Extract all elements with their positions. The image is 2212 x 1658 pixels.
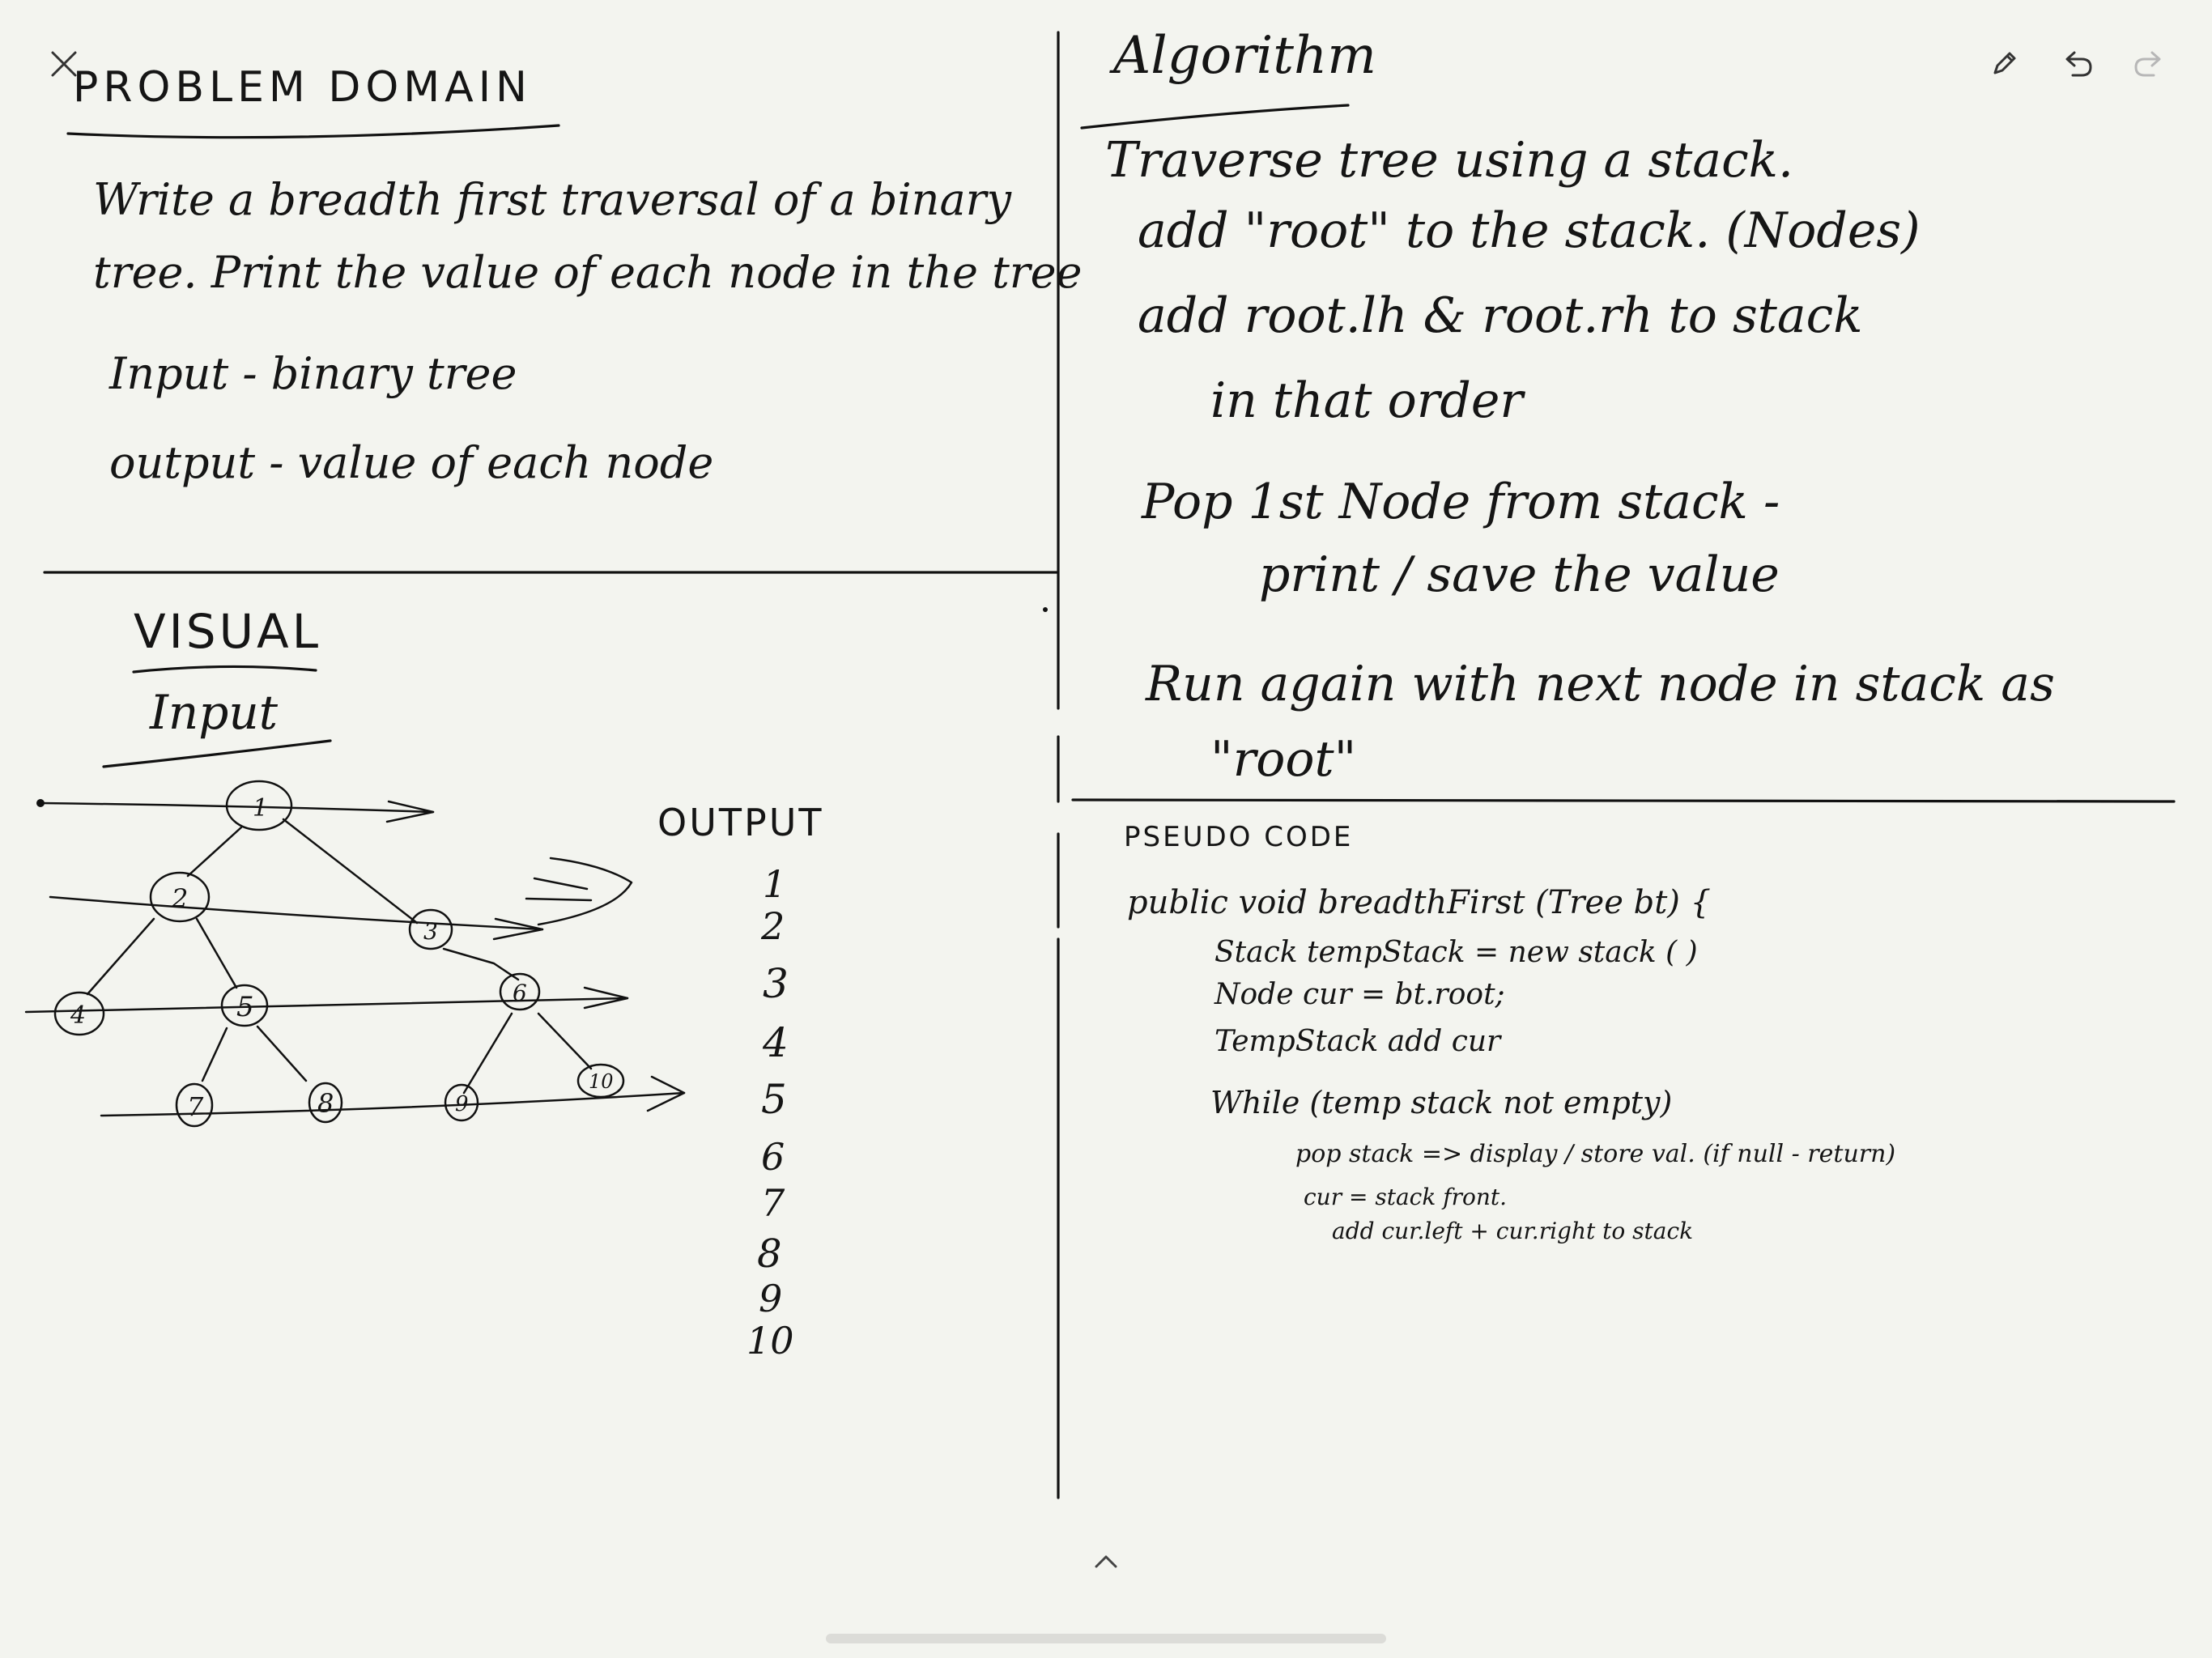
problem-domain-line-1: Write a breadth first traversal of a bin…	[93, 174, 1012, 225]
pseudo-line-8: add cur.left + cur.right to stack	[1332, 1218, 1693, 1244]
svg-text:5: 5	[236, 991, 254, 1023]
ink-dot	[1043, 607, 1048, 612]
pencil-button[interactable]	[1985, 45, 2023, 83]
tree-node-5: 5	[220, 984, 269, 1027]
pseudo-line-5: While (temp stack not empty)	[1210, 1085, 1672, 1120]
output-value-9: 9	[759, 1277, 782, 1320]
redo-icon	[2134, 51, 2161, 77]
svg-text:8: 8	[317, 1088, 334, 1119]
problem-domain-line-2: tree. Print the value of each node in th…	[93, 247, 1083, 298]
tree-node-4: 4	[53, 991, 105, 1036]
svg-text:10: 10	[589, 1070, 614, 1093]
close-icon	[51, 51, 77, 77]
pseudo-line-6: pop stack => display / store val. (if nu…	[1295, 1140, 1895, 1168]
output-value-6: 6	[761, 1135, 785, 1179]
algorithm-line-1: Traverse tree using a stack.	[1105, 132, 1793, 189]
output-list: 1 2 3 4 5 6 7 8 9 10	[747, 862, 794, 1363]
output-value-10: 10	[747, 1319, 794, 1363]
pseudo-line-1: public void breadthFirst (Tree bt) {	[1127, 884, 1711, 921]
problem-domain-underline	[66, 124, 560, 139]
algorithm-title: Algorithm	[1109, 26, 1376, 86]
algorithm-line-6: print / save the value	[1259, 546, 1780, 603]
algorithm-underline	[1080, 104, 1350, 130]
algorithm-line-2: add "root" to the stack. (Nodes)	[1138, 202, 1921, 259]
svg-text:6: 6	[513, 980, 527, 1006]
output-value-3: 3	[763, 960, 789, 1007]
output-value-5: 5	[761, 1076, 787, 1123]
chevron-up-icon	[1095, 1555, 1117, 1568]
redo-button[interactable]	[2129, 44, 2170, 84]
tree-node-2: 2	[149, 871, 211, 923]
tree-node-8: 8	[308, 1082, 343, 1124]
pseudo-line-4: TempStack add cur	[1214, 1025, 1502, 1058]
problem-domain-input: Input - binary tree	[108, 348, 517, 399]
expand-button[interactable]	[1090, 1546, 1122, 1575]
input-label: Input	[149, 685, 279, 740]
output-value-7: 7	[761, 1181, 785, 1225]
svg-text:3: 3	[423, 918, 438, 945]
output-title: OUTPUT	[657, 801, 823, 844]
tree-node-7: 7	[175, 1082, 214, 1128]
input-underline	[102, 739, 332, 768]
home-indicator[interactable]	[826, 1634, 1386, 1643]
tree-node-9: 9	[444, 1083, 479, 1122]
svg-text:7: 7	[187, 1091, 204, 1122]
visual-underline	[132, 665, 317, 674]
undo-icon	[2065, 51, 2092, 77]
tree-node-10: 10	[576, 1063, 625, 1099]
problem-domain-title: PROBLEM DOMAIN	[73, 63, 532, 112]
visual-title: VISUAL	[134, 604, 321, 659]
pseudo-line-2: Stack tempStack = new stack ( )	[1214, 936, 1698, 969]
svg-text:1: 1	[253, 794, 268, 823]
tree-edges	[86, 818, 593, 1095]
algorithm-line-4: in that order	[1210, 372, 1525, 429]
output-value-4: 4	[762, 1019, 789, 1066]
problem-domain-output: output - value of each node	[109, 437, 713, 488]
pencil-icon	[1993, 52, 2016, 74]
tree-node-6: 6	[499, 972, 541, 1011]
horizontal-divider-right	[1071, 798, 2176, 803]
undo-button[interactable]	[2057, 44, 2097, 84]
algorithm-line-3: add root.lh & root.rh to stack	[1138, 287, 1863, 344]
svg-text:4: 4	[70, 1001, 86, 1030]
tree-node-3: 3	[408, 908, 453, 950]
pseudo-line-7: cur = stack front.	[1304, 1184, 1507, 1210]
output-value-1: 1	[763, 862, 786, 906]
output-value-2: 2	[760, 904, 785, 948]
algorithm-line-8: "root"	[1210, 731, 1356, 788]
pseudo-line-3: Node cur = bt.root;	[1214, 978, 1505, 1011]
svg-text:2: 2	[171, 883, 188, 914]
algorithm-line-5: Pop 1st Node from stack -	[1141, 474, 1780, 530]
pseudo-code-title: PSEUDO CODE	[1124, 821, 1353, 853]
tree-nodes: 1 2 3 4 5 6 7	[53, 780, 625, 1128]
tree-node-1: 1	[225, 780, 293, 831]
svg-text:9: 9	[455, 1092, 469, 1116]
algorithm-line-7: Run again with next node in stack as	[1145, 656, 2055, 712]
close-button[interactable]	[47, 47, 81, 81]
output-value-8: 8	[757, 1231, 782, 1277]
